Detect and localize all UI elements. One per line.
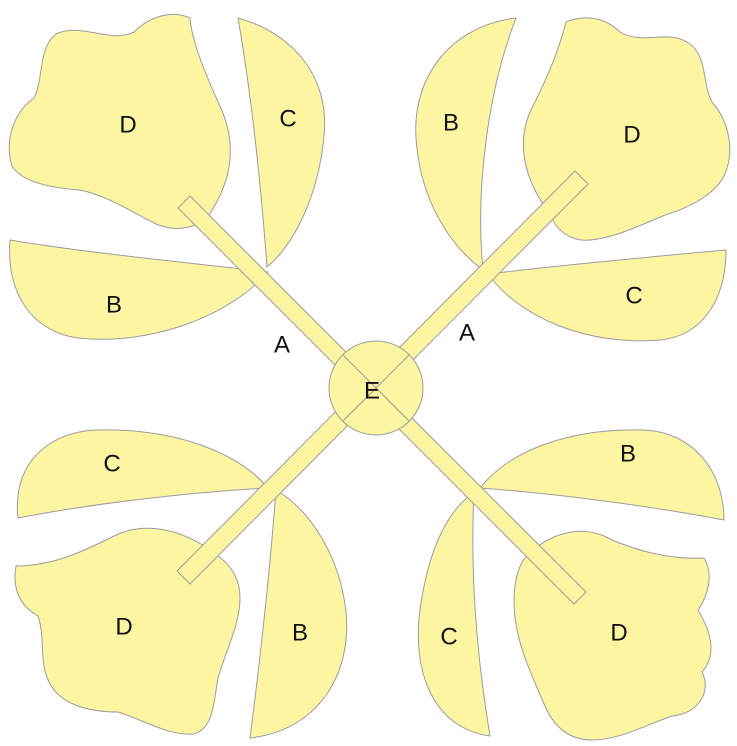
- motif-bottom-left: [14, 429, 348, 739]
- label-flower-d-top-right: D: [623, 121, 640, 148]
- label-stem-a-left: A: [274, 331, 290, 358]
- label-center-e: E: [364, 377, 380, 404]
- leaf-b-top-left: [9, 239, 269, 340]
- piece-labels: D C B B D C A A E C B D B C D: [103, 105, 642, 650]
- leaf-b-bottom-left: [249, 489, 348, 739]
- label-leaf-c-bottom-right: C: [440, 623, 457, 650]
- label-leaf-b-top-right: B: [443, 109, 459, 136]
- motif-top-left: [8, 14, 326, 340]
- stems-and-center: [176, 170, 589, 605]
- label-leaf-b-bottom-right: B: [620, 440, 636, 467]
- leaf-b-bottom-right: [479, 429, 725, 521]
- label-leaf-c-top-left: C: [279, 105, 296, 132]
- label-flower-d-bottom-right: D: [610, 619, 627, 646]
- label-leaf-b-bottom-left: B: [292, 619, 308, 646]
- flower-d-top-left: [8, 14, 231, 229]
- label-leaf-b-top-left: B: [106, 291, 122, 318]
- label-flower-d-bottom-left: D: [115, 613, 132, 640]
- leaf-c-top-right: [487, 249, 727, 342]
- leaf-c-bottom-right: [417, 491, 491, 737]
- stem-a-overlap-line-2: [342, 354, 410, 422]
- leaf-c-top-left: [237, 17, 326, 268]
- label-stem-a-right: A: [459, 319, 475, 346]
- flower-d-bottom-left: [14, 527, 241, 735]
- label-flower-d-top-left: D: [119, 111, 136, 138]
- label-leaf-c-top-right: C: [625, 282, 642, 309]
- label-leaf-c-bottom-left: C: [103, 450, 120, 477]
- leaf-b-top-right: [415, 17, 517, 271]
- leaf-c-bottom-left: [16, 429, 269, 519]
